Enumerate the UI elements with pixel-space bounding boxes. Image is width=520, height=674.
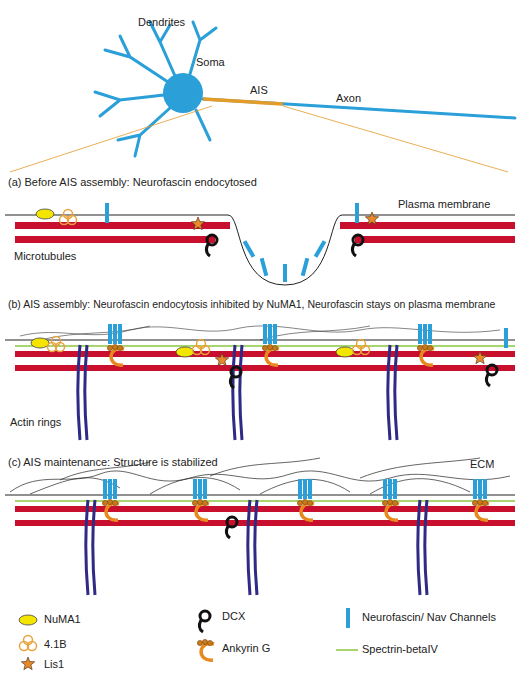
panel-c: [248, 500, 257, 595]
panel-b: [15, 365, 515, 371]
panel-c: [15, 500, 515, 502]
panel-a: [243, 240, 255, 258]
panel-b: [5, 324, 515, 440]
panel-c: [226, 517, 237, 538]
panel-a: [314, 240, 326, 258]
panel-b: [5, 340, 515, 341]
panel-b: [48, 337, 65, 352]
panel-b: [78, 345, 87, 440]
panel-a: [301, 258, 310, 276]
panel-a: [365, 212, 378, 225]
legend-swatches: [21, 657, 34, 670]
panel-heading: (a) Before AIS assembly: Neurofascin end…: [8, 176, 513, 189]
panel-b: [353, 340, 370, 355]
panel-b: [107, 324, 124, 365]
panel-heading: (b) AIS assembly: Neurofascin endocytosi…: [8, 298, 516, 311]
structure-label: AIS: [250, 84, 290, 97]
panel-a: [5, 215, 515, 285]
panel-c: [192, 479, 209, 520]
panel-b: [504, 328, 508, 348]
structure-label: Actin rings: [10, 416, 80, 429]
structure-label: Plasma membrane: [398, 198, 513, 211]
panel-a: [283, 264, 287, 282]
panel-c: [86, 500, 95, 595]
legend-text: Ankyrin G: [222, 642, 332, 655]
panel-c: [472, 479, 489, 520]
panel-a: [206, 235, 217, 256]
panel-c: [5, 458, 515, 595]
structure-label: ECM: [470, 458, 515, 471]
panel-a: [352, 235, 363, 256]
panel-a: [5, 203, 515, 285]
panel-a: [355, 203, 359, 223]
panel-b: [417, 324, 434, 365]
panel-a: [355, 236, 515, 243]
panel-c: [297, 479, 314, 520]
legend-swatches: [19, 615, 37, 625]
neuron: [95, 22, 216, 156]
panel-b: [336, 347, 354, 357]
legend-swatches: [20, 636, 37, 651]
panel-c: [418, 500, 427, 595]
panel-b: [176, 347, 194, 357]
panel-c: [15, 520, 515, 526]
panel-c: [102, 479, 119, 520]
legend-text: 4.1B: [44, 638, 164, 651]
panel-b: [193, 340, 210, 355]
legend-swatches: [19, 608, 358, 670]
legend-text: Lis1: [44, 658, 164, 671]
panel-b: [31, 338, 49, 348]
legend-text: Neurofascin/ Nav Channels: [362, 611, 517, 624]
structure-label: Microtubules: [14, 250, 134, 263]
panel-c: [15, 506, 515, 512]
neuron: [95, 22, 515, 156]
structure-label: Soma: [196, 56, 256, 69]
panel-c: [5, 495, 515, 496]
panel-a: [36, 209, 54, 219]
panel-a: [191, 217, 204, 230]
legend-text: Spectrin-betaIV: [362, 643, 517, 656]
structure-label: Axon: [336, 92, 396, 105]
panel-b: [486, 365, 497, 386]
neuron: [163, 73, 203, 113]
panel-b: [473, 351, 486, 364]
panel-a: [105, 203, 109, 223]
panel-heading: (c) AIS maintenance: Structure is stabil…: [8, 456, 428, 469]
legend-swatches: [336, 649, 358, 651]
legend-text: NuMA1: [44, 613, 164, 626]
ais-segment: [10, 99, 508, 172]
legend-swatches: [197, 639, 214, 660]
panel-b: [262, 324, 279, 365]
structure-label: Dendrites: [138, 16, 218, 29]
panel-a: [340, 222, 515, 229]
panel-a: [60, 210, 77, 225]
legend-text: DCX: [222, 610, 332, 623]
panel-b: [215, 353, 228, 366]
ais-segment: [203, 99, 283, 104]
legend-swatches: [199, 611, 210, 632]
panel-b: [388, 345, 397, 440]
panel-a: [260, 258, 269, 276]
ais-segment: [10, 106, 508, 172]
panel-b: [230, 367, 241, 388]
legend-swatches: [346, 608, 350, 628]
panel-b: [233, 345, 242, 440]
panel-a: [15, 236, 215, 243]
panel-c: [382, 479, 399, 520]
